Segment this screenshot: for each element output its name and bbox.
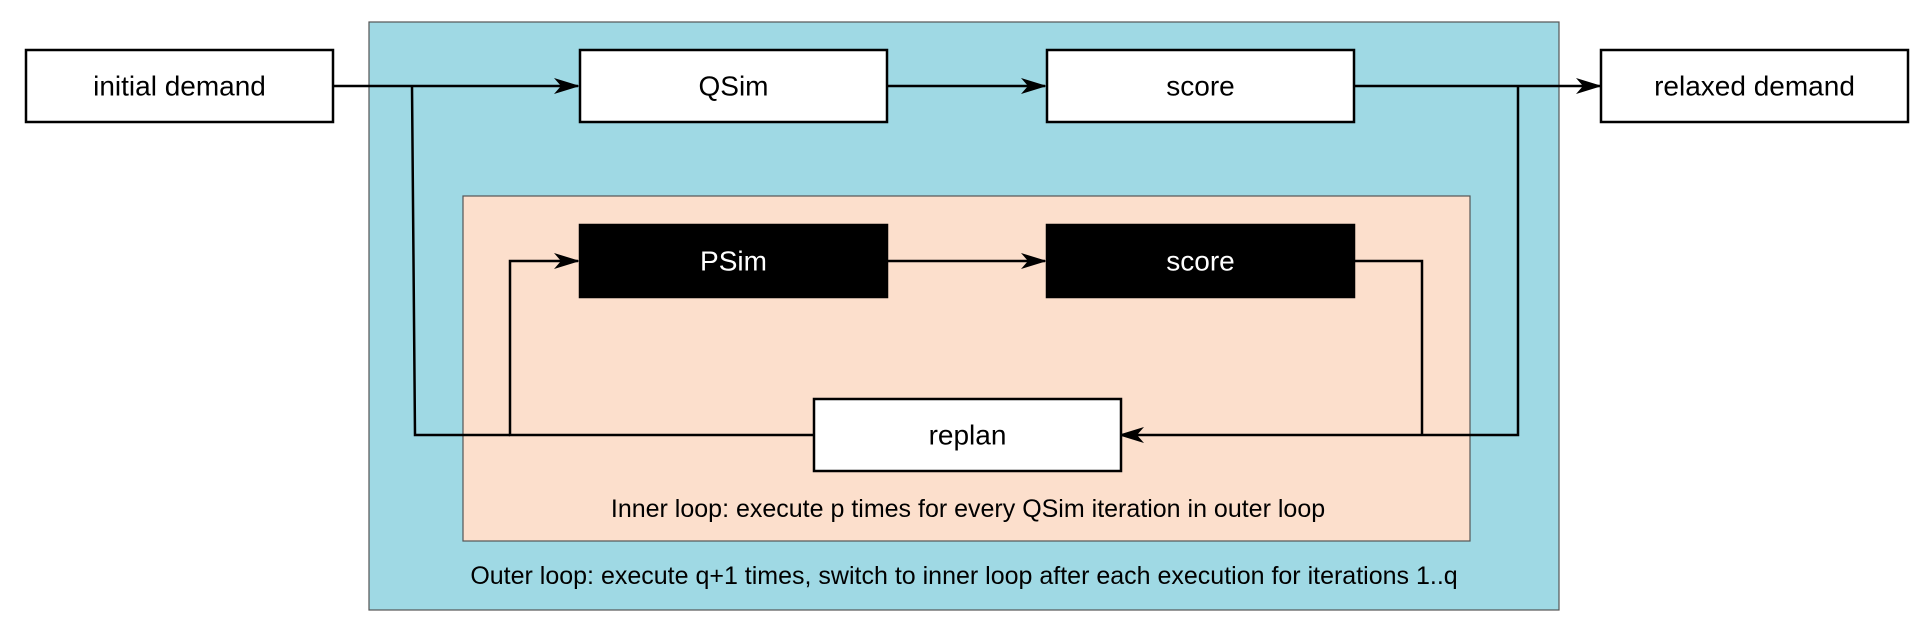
node-replan-label: replan — [929, 420, 1007, 451]
node-score-outer: score — [1045, 48, 1356, 124]
node-replan: replan — [812, 397, 1123, 473]
edge-score-inner-to-replan — [1354, 259, 1424, 435]
node-relaxed-demand-label: relaxed demand — [1654, 71, 1855, 102]
node-initial-demand-label: initial demand — [93, 71, 266, 102]
inner-loop-caption: Inner loop: execute p times for every QS… — [611, 495, 1325, 523]
node-initial-demand: initial demand — [24, 48, 335, 124]
node-qsim-label: QSim — [699, 71, 769, 102]
node-psim: PSim — [578, 223, 889, 299]
node-relaxed-demand: relaxed demand — [1599, 48, 1910, 124]
node-psim-label: PSim — [700, 246, 767, 277]
node-qsim: QSim — [578, 48, 889, 124]
edge-score-outer-to-replan — [1118, 86, 1520, 443]
node-score-inner: score — [1045, 223, 1356, 299]
outer-loop-caption: Outer loop: execute q+1 times, switch to… — [470, 562, 1457, 590]
node-score-inner-label: score — [1166, 246, 1234, 277]
edge-initial-to-replan — [410, 85, 510, 437]
edges — [333, 78, 1602, 443]
edge-replan-to-psim — [508, 253, 814, 437]
node-score-outer-label: score — [1166, 71, 1234, 102]
